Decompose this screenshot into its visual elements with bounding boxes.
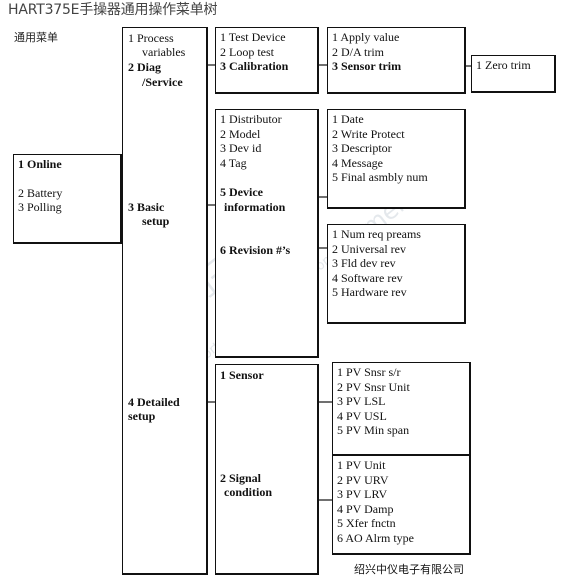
basic-setup-menu: 1 Distributor 2 Model 3 Dev id 4 Tag 5 D… <box>215 109 319 358</box>
loop-test-label: 2 Loop test <box>220 44 274 59</box>
hardware-rev-label: 5 Hardware rev <box>332 285 407 299</box>
message-label: 4 Message <box>332 155 383 170</box>
main-menu: 1 Process variables 2 Diag /Service 3 Ba… <box>122 27 208 575</box>
menu-subtitle: 通用菜单 <box>14 31 58 44</box>
universal-rev-label: 2 Universal rev <box>332 241 406 256</box>
final-asmbly-num-label: 5 Final asmbly num <box>332 170 428 184</box>
descriptor-label: 3 Descriptor <box>332 141 392 155</box>
sensor-trim-label: 3 Sensor trim <box>332 59 402 73</box>
date-label: 1 Date <box>332 112 364 126</box>
device-information-label-2: information <box>224 200 286 214</box>
online-menu: 1 Online 2 Battery 3 Polling <box>13 154 122 244</box>
detailed-setup-label-2: setup <box>128 409 156 423</box>
diag-service-label-2: /Service <box>142 75 183 89</box>
process-variables-label-2: variables <box>142 45 186 59</box>
sensor-label: 1 Sensor <box>220 368 264 382</box>
write-protect-label: 2 Write Protect <box>332 126 405 141</box>
pv-lrv-label: 3 PV LRV <box>337 487 388 501</box>
polling-label: 3 Polling <box>18 200 62 214</box>
basic-setup-label-2: setup <box>142 214 170 228</box>
apply-value-label: 1 Apply value <box>332 30 400 44</box>
signal-condition-label: 2 Signal <box>220 471 262 485</box>
ao-alrm-type-label: 6 AO Alrm type <box>337 530 414 545</box>
diag-service-label: 2 Diag <box>128 60 161 74</box>
revision-menu: 1 Num req preams 2 Universal rev 3 Fld d… <box>327 224 466 324</box>
pv-lsl-label: 3 PV LSL <box>337 394 386 408</box>
diag-service-menu: 1 Test Device 2 Loop test 3 Calibration <box>215 27 319 94</box>
pv-damp-label: 4 PV Damp <box>337 501 394 516</box>
xfer-fnctn-label: 5 Xfer fnctn <box>337 516 396 530</box>
company-name: 绍兴中仪电子有限公司 <box>354 563 464 576</box>
distributor-label: 1 Distributor <box>220 112 282 126</box>
revision-label: 6 Revision #’s <box>220 243 291 257</box>
signal-condition-label-2: condition <box>224 485 273 499</box>
battery-label: 2 Battery <box>18 185 63 200</box>
device-information-label: 5 Device <box>220 185 263 199</box>
pv-snsr-sr-label: 1 PV Snsr s/r <box>337 365 401 379</box>
tag-label: 4 Tag <box>220 156 247 170</box>
pv-snsr-unit-label: 2 PV Snsr Unit <box>337 379 410 394</box>
detailed-setup-menu: 1 Sensor 2 Signal condition <box>215 364 319 575</box>
pv-min-span-label: 5 PV Min span <box>337 423 410 437</box>
test-device-label: 1 Test Device <box>220 30 286 44</box>
basic-setup-label: 3 Basic <box>128 200 165 214</box>
software-rev-label: 4 Software rev <box>332 270 403 285</box>
dev-id-label: 3 Dev id <box>220 141 262 155</box>
pv-urv-label: 2 PV URV <box>337 472 389 487</box>
pv-usl-label: 4 PV USL <box>337 408 387 423</box>
pv-unit-label: 1 PV Unit <box>337 458 386 472</box>
model-label: 2 Model <box>220 127 261 141</box>
zero-trim-label: 1 Zero trim <box>476 58 531 72</box>
da-trim-label: 2 D/A trim <box>332 44 385 59</box>
process-variables-label: 1 Process <box>128 31 174 45</box>
num-req-preams-label: 1 Num req preams <box>332 227 421 241</box>
sensor-menu: 1 PV Snsr s/r 2 PV Snsr Unit 3 PV LSL 4 … <box>332 362 471 456</box>
calibration-label: 3 Calibration <box>220 59 289 73</box>
fld-dev-rev-label: 3 Fld dev rev <box>332 256 396 270</box>
signal-condition-menu: 1 PV Unit 2 PV URV 3 PV LRV 4 PV Damp 5 … <box>332 455 471 555</box>
device-information-menu: 1 Date 2 Write Protect 3 Descriptor 4 Me… <box>327 109 466 209</box>
detailed-setup-label: 4 Detailed <box>128 395 180 409</box>
calibration-menu: 1 Apply value 2 D/A trim 3 Sensor trim <box>327 27 466 94</box>
sensor-trim-menu: 1 Zero trim <box>471 55 556 93</box>
online-label: 1 Online <box>18 157 62 171</box>
page-title: HART375E手操器通用操作菜单树 <box>8 2 218 18</box>
